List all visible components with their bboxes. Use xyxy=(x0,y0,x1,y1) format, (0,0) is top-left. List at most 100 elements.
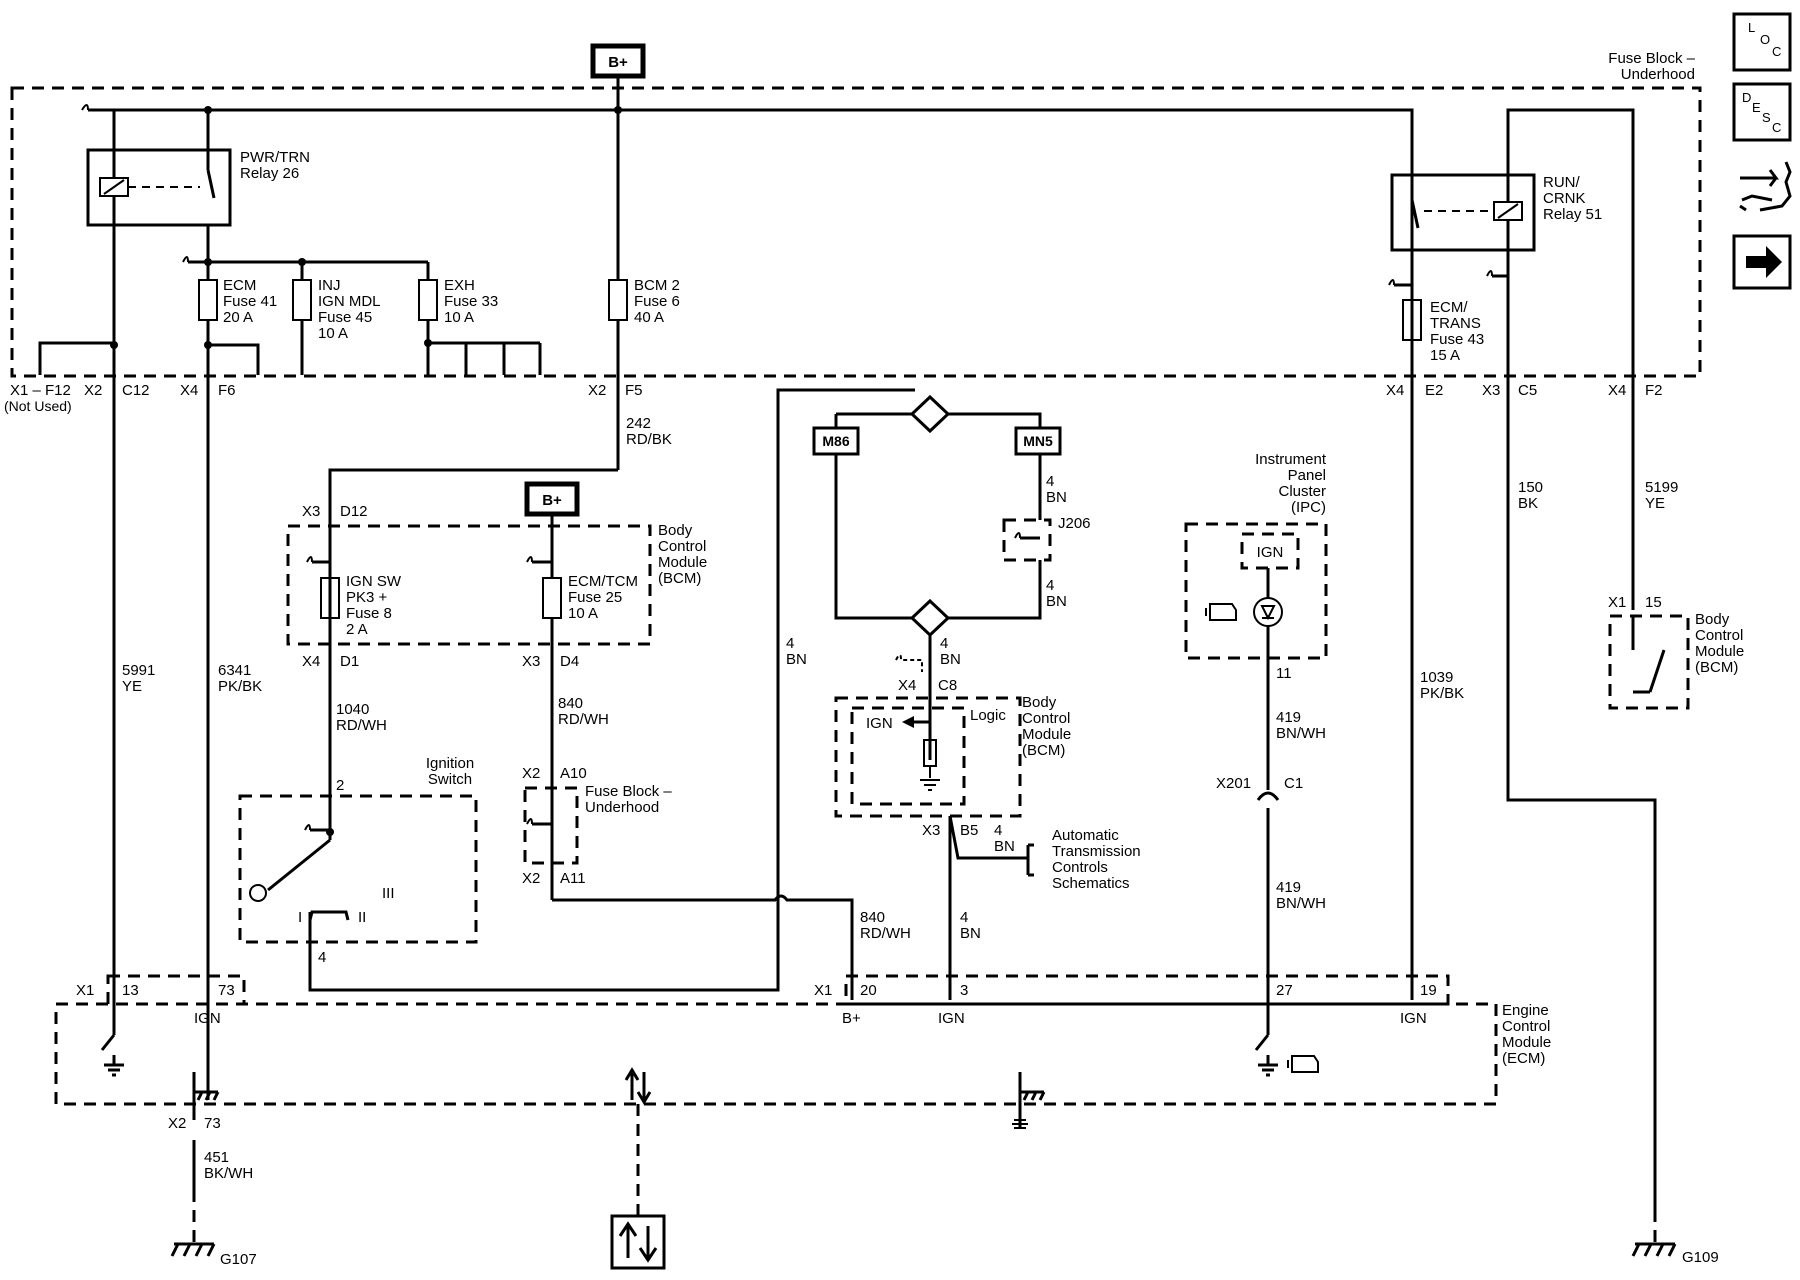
relay-pwr-l2: Relay 26 xyxy=(240,165,299,182)
fuse-et43-l4: 15 A xyxy=(1430,347,1460,364)
ipc-l3: Cluster xyxy=(1278,483,1326,500)
desc-s: S xyxy=(1762,110,1771,125)
conn-c5: C5 xyxy=(1518,382,1537,399)
conn-d4: D4 xyxy=(560,653,579,670)
logic-inner xyxy=(850,706,966,806)
data-link-arrows-icon xyxy=(624,1067,652,1105)
splice-mn5-label: MN5 xyxy=(1023,433,1053,449)
ipc-l2: Panel xyxy=(1288,467,1326,484)
splice-mn5 xyxy=(1014,426,1062,456)
wire-4bn-down-num: 4 xyxy=(960,909,968,926)
fuse-block-underhood-box xyxy=(10,86,1702,378)
wire-mn5a-num: 4 xyxy=(1046,473,1054,490)
ecm-l3: Module xyxy=(1502,1034,1551,1051)
wire-1039-num: 1039 xyxy=(1420,669,1453,686)
conn-x4-e: X4 xyxy=(898,677,916,694)
fuse-inj45-l3: Fuse 45 xyxy=(318,309,372,326)
fuse-ecm41-l2: Fuse 41 xyxy=(223,293,277,310)
conn-pin-15: 15 xyxy=(1645,594,1662,611)
conn-c12: C12 xyxy=(122,382,150,399)
wire-419a-num: 419 xyxy=(1276,709,1301,726)
fuse-et25-l2: Fuse 25 xyxy=(568,589,622,606)
conn-x2-c: X2 xyxy=(522,765,540,782)
conn-d12: D12 xyxy=(340,503,368,520)
auto-trans-l4: Schematics xyxy=(1052,875,1130,892)
conn-c8: C8 xyxy=(938,677,957,694)
wire-5991-num: 5991 xyxy=(122,662,155,679)
ignition-contact xyxy=(249,884,267,902)
sw-pos-ii: II xyxy=(358,909,366,926)
wire-451-num: 451 xyxy=(204,1149,229,1166)
loc-c: C xyxy=(1772,44,1781,59)
conn-a10: A10 xyxy=(560,765,587,782)
ecm-ign-3: IGN xyxy=(1400,1010,1427,1027)
fuse-exh33-l1: EXH xyxy=(444,277,475,294)
conn-x1-f12: X1 – F12 xyxy=(10,382,71,399)
fuse-block-title-1: Fuse Block – xyxy=(1608,50,1695,67)
bcm-fuse-box xyxy=(286,524,652,646)
relay-pwr-l1: PWR/TRN xyxy=(240,149,310,166)
ign-pin-2: 2 xyxy=(336,777,344,794)
fuse-block-title-2: Underhood xyxy=(1621,66,1695,83)
wire-419a-color: BN/WH xyxy=(1276,725,1326,742)
ign-switch-l1: Ignition xyxy=(426,755,474,772)
ecm-pin-20: 20 xyxy=(860,982,877,999)
ipc-box xyxy=(1184,522,1328,660)
bcm2-l1: Body xyxy=(1022,694,1057,711)
connector-tool-button[interactable] xyxy=(1739,161,1792,212)
conn-x4-d: X4 xyxy=(302,653,320,670)
auto-trans-l2: Transmission xyxy=(1052,843,1141,860)
ground-g109-label: G109 xyxy=(1682,1249,1719,1266)
wire-840b-num: 840 xyxy=(860,909,885,926)
wire-6341-num: 6341 xyxy=(218,662,251,679)
ecm-ign-1: IGN xyxy=(194,1010,221,1027)
ipc-ign-box xyxy=(1240,532,1300,570)
data-link-nav-button[interactable] xyxy=(610,1214,666,1270)
fuse-exh33-l3: 10 A xyxy=(444,309,474,326)
wire-150-color: BK xyxy=(1518,495,1538,512)
fuse-bcm6-l3: 40 A xyxy=(634,309,664,326)
wire-1040-color: RD/WH xyxy=(336,717,387,734)
ground-g109-icon xyxy=(1631,1242,1677,1257)
conn-x4-b: X4 xyxy=(1386,382,1404,399)
fuse-exh-33 xyxy=(418,279,438,321)
desc-button[interactable]: D E S C xyxy=(1732,82,1792,142)
wire-419b-color: BN/WH xyxy=(1276,895,1326,912)
wire-4bn-down-color: BN xyxy=(960,925,981,942)
fuse-inj45-l2: IGN MDL xyxy=(318,293,381,310)
wire-840a-color: RD/WH xyxy=(558,711,609,728)
relay-run-l2: CRNK xyxy=(1543,190,1586,207)
ecm-pin-27: 27 xyxy=(1276,982,1293,999)
next-page-button[interactable] xyxy=(1732,234,1792,290)
wire-242-color: RD/BK xyxy=(626,431,672,448)
wire-c8-num: 4 xyxy=(940,635,948,652)
conn-x4-a: X4 xyxy=(180,382,198,399)
fuse-ecm-41 xyxy=(198,279,218,321)
j206-connector xyxy=(1002,518,1052,562)
fuse-bcm6-l2: Fuse 6 xyxy=(634,293,680,310)
fuse-block-small-l2: Underhood xyxy=(585,799,659,816)
ecm-pin-13: 13 xyxy=(122,982,139,999)
loc-button[interactable]: L O C xyxy=(1732,12,1792,72)
conn-x4-c: X4 xyxy=(1608,382,1626,399)
ecm-bplus: B+ xyxy=(842,1010,861,1027)
pwr-trn-relay xyxy=(86,148,232,227)
bcm3-l1: Body xyxy=(1695,611,1730,628)
bcm-l1: Body xyxy=(658,522,693,539)
fuse-et43-l2: TRANS xyxy=(1430,315,1481,332)
bcm-ign-label: IGN xyxy=(866,715,893,732)
wire-c8-color: BN xyxy=(940,651,961,668)
conn-x1-b: X1 xyxy=(76,982,94,999)
bplus-label-top: B+ xyxy=(608,54,628,71)
fuse-ecm41-l3: 20 A xyxy=(223,309,253,326)
sw-pos-iii: III xyxy=(382,885,395,902)
wire-242-num: 242 xyxy=(626,415,651,432)
fuse-ignsw8-l1: IGN SW xyxy=(346,573,402,590)
fuse-ecm41-l1: ECM xyxy=(223,277,256,294)
bcm2-l2: Control xyxy=(1022,710,1070,727)
conn-x201: X201 xyxy=(1216,775,1251,792)
ecm-ign-2: IGN xyxy=(938,1010,965,1027)
conn-e2: E2 xyxy=(1425,382,1443,399)
auto-trans-l3: Controls xyxy=(1052,859,1108,876)
